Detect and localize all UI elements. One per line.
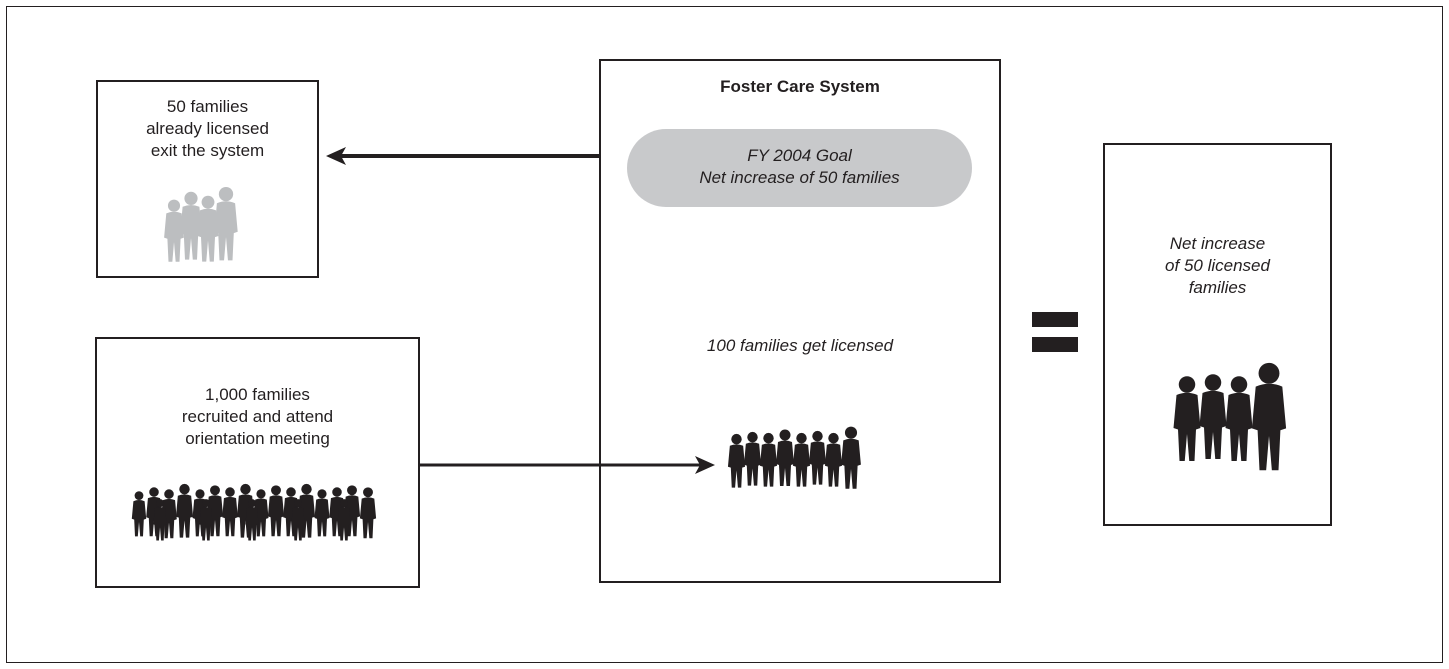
system-title: Foster Care System xyxy=(720,77,880,96)
exit-box-text: 50 families already licensed exit the sy… xyxy=(96,96,319,162)
result-box xyxy=(1103,143,1332,526)
recruit-line-3: orientation meeting xyxy=(185,429,330,448)
recruit-box xyxy=(95,337,420,588)
exit-line-3: exit the system xyxy=(150,141,265,160)
equals-sign-top-bar xyxy=(1032,312,1078,327)
exit-line-2: already licensed xyxy=(146,119,269,138)
licensing-arrow xyxy=(420,456,715,474)
figure-frame xyxy=(6,6,1443,663)
licensed-text: 100 families get licensed xyxy=(706,336,894,355)
result-line-2: of 50 licensed xyxy=(1165,256,1270,275)
goal-pill xyxy=(627,129,972,207)
family-silhouette-icon xyxy=(164,186,238,262)
equals-sign-bottom-bar xyxy=(1032,337,1078,352)
crowd-silhouette-icon xyxy=(131,483,377,541)
goal-line-2: Net increase of 50 families xyxy=(699,168,900,187)
recruit-box-text: 1,000 families recruited and attend orie… xyxy=(95,384,420,450)
goal-text: FY 2004 Goal Net increase of 50 families xyxy=(627,145,972,189)
result-box-text: Net increase of 50 licensed families xyxy=(1103,233,1332,299)
group-silhouette-icon xyxy=(727,426,861,489)
exit-line-1: 50 families xyxy=(166,97,249,116)
recruit-line-1: 1,000 families xyxy=(205,385,310,404)
goal-line-1: FY 2004 Goal xyxy=(747,146,852,165)
recruit-line-2: recruited and attend xyxy=(181,407,334,426)
exit-arrow xyxy=(326,147,599,165)
result-line-1: Net increase xyxy=(1169,234,1266,253)
result-line-3: families xyxy=(1188,278,1247,297)
result-family-silhouette-icon xyxy=(1173,362,1287,471)
